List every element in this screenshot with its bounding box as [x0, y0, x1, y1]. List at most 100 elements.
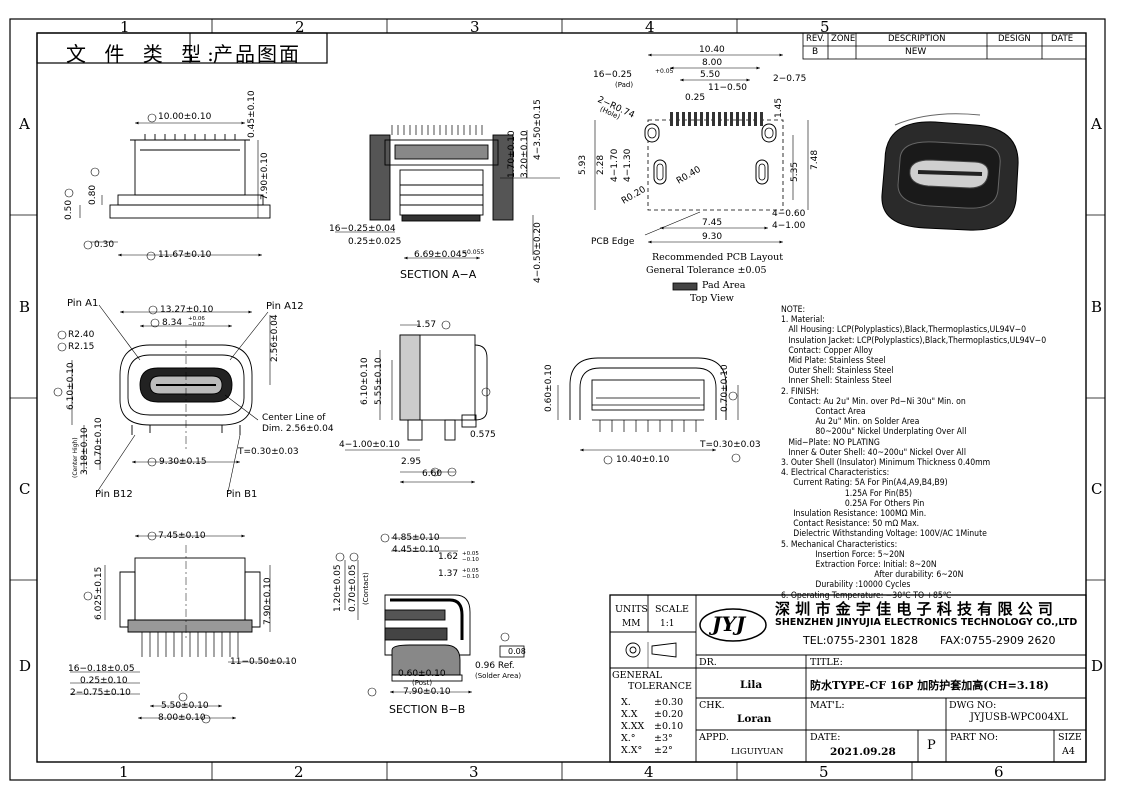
- dim-label: 4−1.00±0.10: [339, 440, 400, 450]
- note-line: Dielectric Withstanding Voltage: 100V/AC…: [781, 529, 987, 540]
- note-line: 4. Electrical Characteristics:: [781, 468, 890, 479]
- note-line: Contact Resistance: 50 mΩ Max.: [781, 519, 920, 530]
- zone-top-3: 3: [470, 18, 480, 36]
- size-value: A4: [1062, 746, 1075, 757]
- note-line: Outer Shell: Stainless Steel: [781, 366, 894, 377]
- dim-label: 0.70±0.10: [94, 417, 104, 465]
- dim-label: 0.70±0.10: [720, 364, 730, 412]
- logo-text: JYJ: [712, 612, 746, 636]
- units-label: UNITS: [615, 604, 648, 615]
- dim-label: 5.50±0.10: [161, 701, 209, 711]
- note-line: 3. Outer Shell (Insulator) Minimum Thick…: [781, 458, 991, 469]
- dim-label: 4−0.50±0.20: [533, 222, 543, 283]
- zone-top-5: 5: [820, 18, 830, 36]
- note-line: Contact: Copper Alloy: [781, 345, 873, 356]
- doctype-box: [36, 32, 328, 64]
- zone-left-b: B: [19, 298, 31, 316]
- part-no-label: PART NO:: [950, 732, 999, 743]
- dim-tol: +0.05 −0.10: [462, 551, 479, 563]
- dim-tol: +0.05: [655, 68, 674, 75]
- pin-b12-label: Pin B12: [95, 489, 133, 500]
- dim-label: 11−0.50±0.10: [230, 657, 297, 667]
- dr-value: Lila: [740, 679, 763, 691]
- rev-header: REV.: [806, 34, 825, 44]
- dim-tol: +0.05 −0.10: [462, 568, 479, 580]
- tol-value: ±2°: [654, 745, 673, 756]
- dim-label: 2.95: [401, 457, 422, 467]
- dim-label: 10.40: [699, 45, 725, 55]
- dim-label: 0.25±0.025: [348, 237, 402, 247]
- view-side-mid: [345, 324, 488, 484]
- center-high-note: (Center High): [72, 437, 79, 478]
- zone-bottom-1: 1: [119, 763, 129, 781]
- dim-label: 1.20±0.05: [333, 564, 343, 612]
- company-name-en: SHENZHEN JINYUJIA ELECTRONICS TECHNOLOGY…: [775, 617, 1078, 628]
- revision-table: [802, 32, 1087, 60]
- dim-label: T=0.30±0.03: [238, 447, 299, 457]
- dim-label: 7.45: [702, 218, 723, 228]
- dim-label: 5.50: [700, 70, 721, 80]
- dim-label: 16−0.25: [593, 70, 633, 80]
- note-line: 5. Mechanical Characteristics:: [781, 539, 898, 550]
- pcb-caption-1: Recommended PCB Layout: [652, 252, 784, 263]
- scale-value: 1:1: [660, 619, 675, 629]
- zone-right-a: A: [1091, 115, 1102, 133]
- dim-label: 2−0.75±0.10: [70, 688, 131, 698]
- title-block-grid: [609, 594, 1087, 763]
- dim-label: 0.80: [88, 184, 98, 205]
- dim-label: 0.50: [64, 199, 74, 220]
- dim-label: 1.37: [438, 569, 459, 579]
- dim-label: 11.67±0.10: [158, 250, 212, 260]
- tol-key: X.X: [621, 709, 638, 720]
- company-tel: TEL:0755-2301 1828: [803, 634, 918, 647]
- dim-label: 2−0.75: [773, 74, 807, 84]
- size-label: SIZE: [1058, 732, 1082, 743]
- dim-label: 6.025±0.15: [94, 566, 104, 620]
- zone-ticks: [10, 19, 1105, 780]
- dim-label: 0.45±0.10: [247, 90, 257, 138]
- dim-label: 0.70±0.05: [348, 564, 358, 612]
- appd-label: APPD.: [699, 732, 729, 743]
- zone-right-b: B: [1091, 298, 1103, 316]
- note-line: Insertion Force: 5~20N: [781, 549, 905, 560]
- dim-label: 4−1.30: [623, 148, 633, 182]
- tol-value: ±0.30: [654, 697, 684, 708]
- top-view-label: Top View: [690, 293, 734, 304]
- appd-value: LIGUIYUAN: [731, 747, 784, 757]
- dim-label: 4−1.00: [772, 221, 806, 231]
- general-tol-label-2: TOLERANCE: [628, 681, 692, 692]
- dim-label: 0.08: [508, 647, 526, 656]
- drawing-title: 防水TYPE-CF 16P 加防护套加高(CH=3.18): [810, 679, 1049, 692]
- dim-label: 7.90±0.10: [263, 577, 273, 625]
- note-line: Insulation Resistance: 100MΩ Min.: [781, 509, 927, 520]
- dim-label: 1.45: [774, 97, 784, 118]
- note-line: NOTE:: [781, 305, 806, 315]
- dim-label: 4−3.50±0.15: [533, 99, 543, 160]
- note-line: After durability: 6~20N: [781, 570, 964, 581]
- tol-value: ±0.20: [654, 709, 684, 720]
- dim-label: 10.00±0.10: [158, 112, 212, 122]
- note-line: All Housing: LCP(Polyplastics),Black,The…: [781, 325, 1027, 336]
- note-line: 80~200u" Nickel Underplating Over All: [781, 427, 967, 438]
- zone-top-4: 4: [645, 18, 655, 36]
- zone-header: ZONE: [831, 34, 856, 44]
- dim-label: 5.93: [578, 154, 588, 175]
- pin-b1-label: Pin B1: [226, 489, 258, 500]
- view-pcb-layout: [594, 53, 809, 291]
- pad-note: (Pad): [615, 81, 634, 89]
- view-3d-render: [881, 113, 1019, 231]
- note-line: Current Rating: 5A For Pin(A4,A9,B4,B9): [781, 478, 948, 489]
- note-line: 6. Operating Temperature: −30℃ TO +85℃: [781, 590, 952, 601]
- design-header: DESIGN: [998, 34, 1031, 44]
- tol-key: X.°: [621, 733, 636, 744]
- note-line: Mid−Plate: NO PLATING: [781, 437, 880, 448]
- zone-bottom-5: 5: [819, 763, 829, 781]
- dim-label: 4.45±0.10: [392, 545, 440, 555]
- zone-left-c: C: [19, 480, 31, 498]
- zone-right-c: C: [1091, 480, 1103, 498]
- note-line: Insulation Jacket: LCP(Polyplastics),Bla…: [781, 335, 1047, 346]
- dim-label: 0.60±0.10: [544, 364, 554, 412]
- note-line: Inner & Outer Shell: 40~200u" Nickel Ove…: [781, 447, 966, 458]
